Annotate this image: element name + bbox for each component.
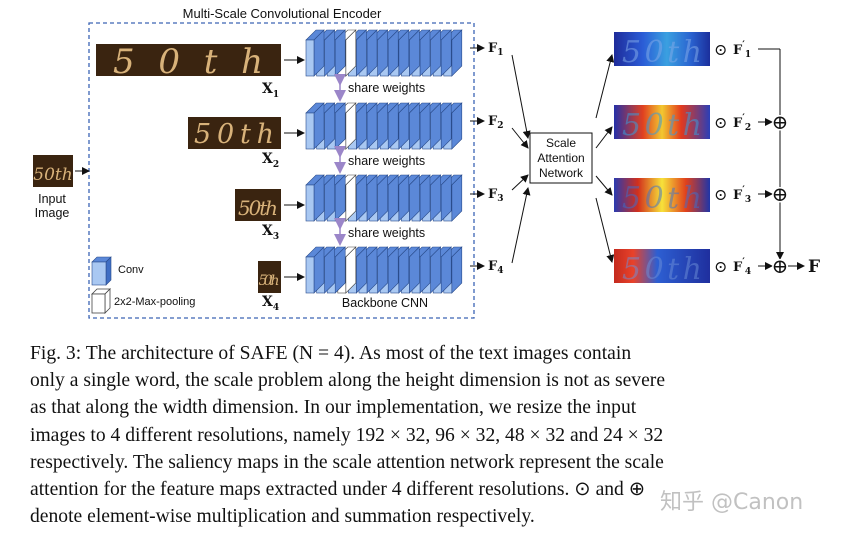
f4-to-attention [511,187,531,264]
output-label: F [808,257,820,277]
x4-label: X4 [262,294,279,313]
backbone-cnn-stack-1 [305,29,463,77]
mult-op-2: ⊙ [714,113,727,132]
sum-op-4: ⊕ [772,254,789,278]
saliency-map-1: 50th [614,32,710,70]
backbone-cnn-stack-3 [305,174,463,222]
f2-to-attention [511,127,529,149]
caption-line: attention for the feature maps extracted… [30,479,646,501]
share-weights-3: share weights [348,226,425,240]
legend-pool-label: 2x2-Max-pooling [114,296,195,308]
x2-label: X2 [262,151,279,170]
scale-image-2: 50th [188,117,281,150]
svg-text:50th: 50th [622,252,702,287]
svg-text:50th: 50th [622,181,702,216]
legend-pool-swatch [91,288,111,314]
svg-text:50th: 50th [194,119,274,150]
attention-to-map-1 [595,54,615,119]
attention-to-map-3 [595,175,613,196]
x3-label: X3 [262,223,279,242]
x1-label: X1 [262,81,279,100]
input-label-line1: Input [38,192,66,206]
f2-label: F2 [488,114,504,131]
backbone-label: Backbone CNN [342,296,428,310]
mult-op-1: ⊙ [714,40,727,59]
saliency-map-3: 50th [614,178,710,216]
fprime-2-label: F′2 [733,113,751,133]
share-weights-2: share weights [348,154,425,168]
scale-image-1: 50th [96,42,281,82]
figure-caption: Fig. 3: The architecture of SAFE (N = 4)… [30,340,825,530]
svg-text:50th: 50th [33,165,72,185]
share-weights-1: share weights [348,81,425,95]
f4-label: F4 [488,259,504,276]
f1-label: F1 [488,41,504,58]
sum-op-2: ⊕ [772,110,789,134]
sum-op-3: ⊕ [772,182,789,206]
caption-line: denote element-wise multiplication and s… [30,506,535,528]
attention-to-map-4 [595,197,615,263]
backbone-cnn-stack-4 [305,246,463,294]
svg-text:50th: 50th [622,35,702,70]
f1-to-attention [511,54,531,139]
mult-op-3: ⊙ [714,185,727,204]
attention-label-2: Attention [537,151,584,165]
svg-text:50th: 50th [259,273,280,289]
input-label-line2: Image [35,206,70,220]
attention-label-3: Network [539,166,584,180]
fprime-3-label: F′3 [733,185,751,205]
encoder-title: Multi-Scale Convolutional Encoder [183,6,382,21]
scale-image-3: 50th [235,189,281,221]
attention-to-map-2 [595,126,613,149]
scale-image-4: 50th [258,261,281,293]
input-image: 50th [33,155,73,187]
watermark: 知乎 @Canon [660,490,804,515]
saliency-map-4: 50th [614,249,710,287]
caption-line: Fig. 3: The architecture of SAFE (N = 4)… [30,343,632,364]
mult-op-4: ⊙ [714,257,727,276]
attention-network-box [529,132,593,184]
fprime-4-label: F′4 [733,257,751,277]
svg-text:50th: 50th [622,108,702,143]
fprime-1-label: F′1 [733,40,751,60]
backbone-cnn-stack-2 [305,102,463,150]
saliency-map-2: 50th [614,105,710,143]
caption-line: respectively. The saliency maps in the s… [30,451,664,473]
caption-line: images to 4 different resolutions, namel… [30,424,664,446]
legend-conv-label: Conv [118,264,144,276]
caption-line: as that along the width dimension. In ou… [30,397,637,419]
caption-line: only a single word, the scale problem al… [30,370,666,392]
svg-text:50th: 50th [238,196,278,220]
attention-label-1: Scale [546,136,576,150]
f3-label: F3 [488,187,504,204]
architecture-diagram: Multi-Scale Convolutional Encoder 50th I… [33,6,820,319]
f3-to-attention [511,174,529,191]
legend-conv-swatch [91,256,112,286]
